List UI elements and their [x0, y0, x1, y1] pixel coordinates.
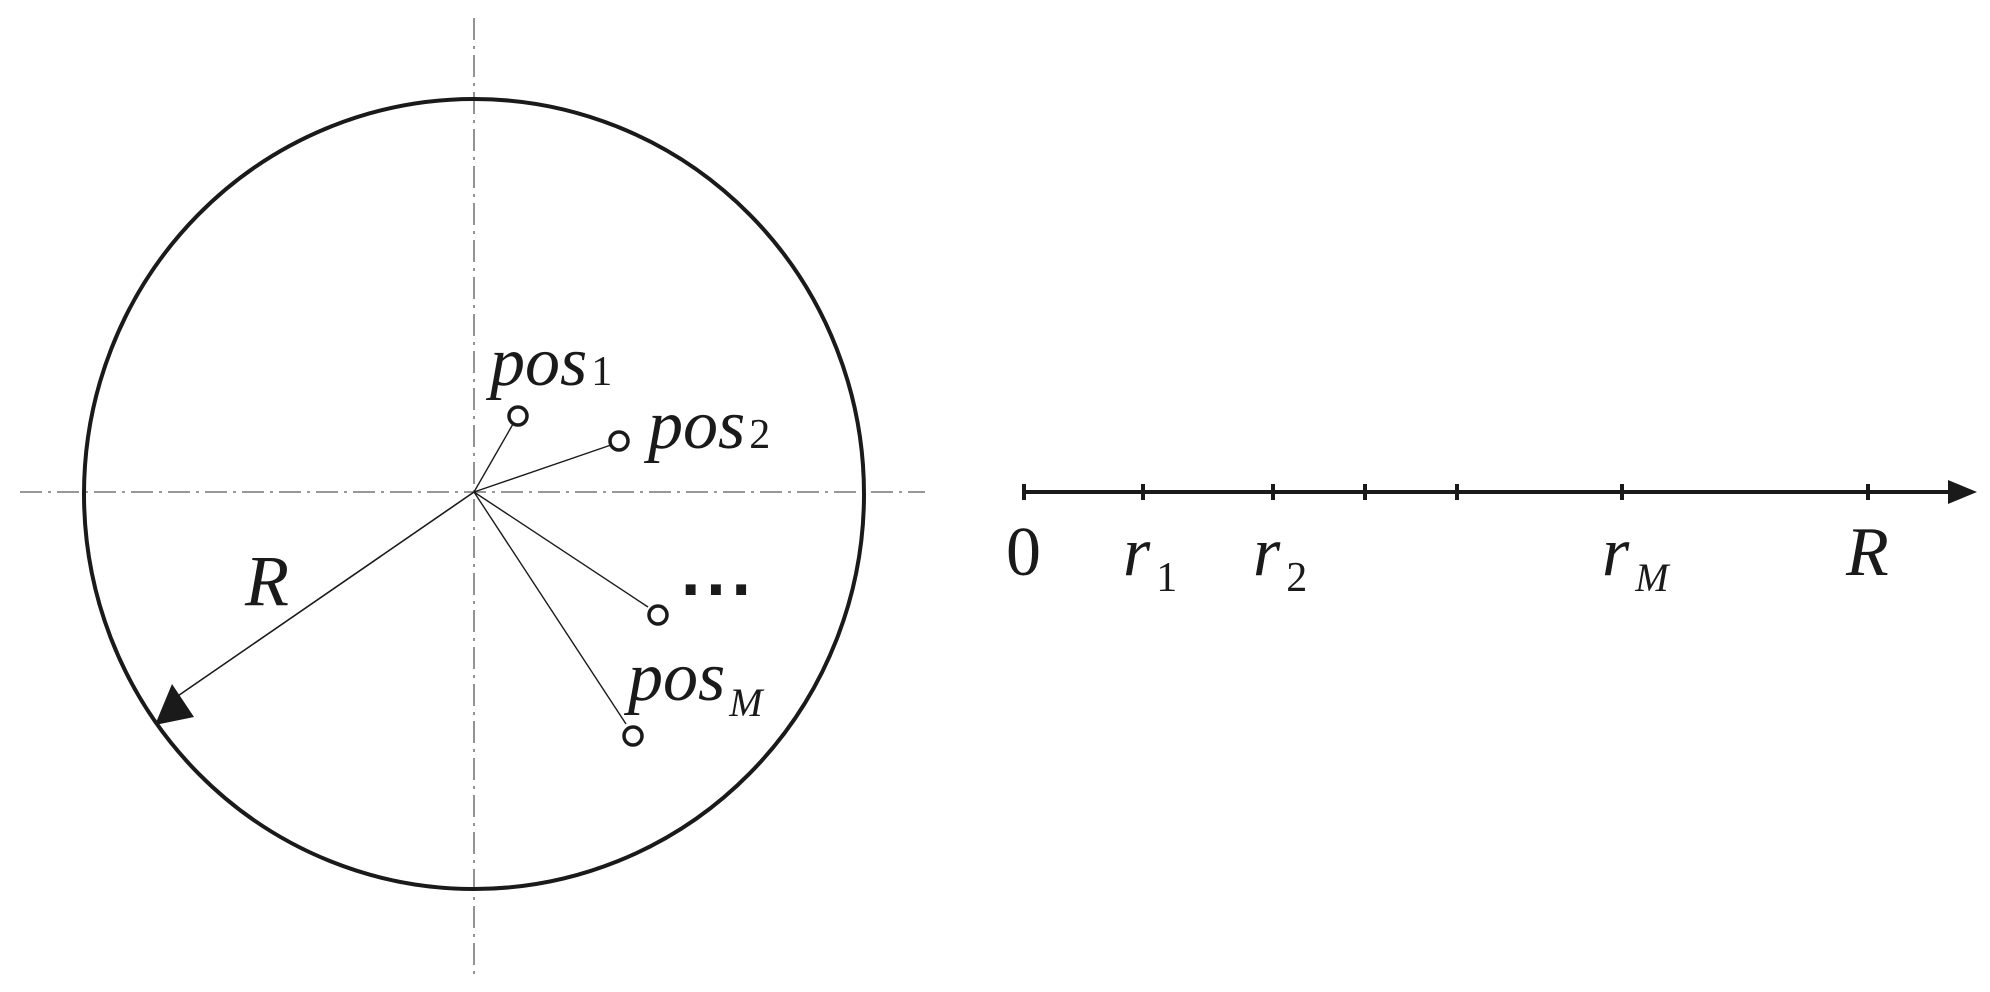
radius-line: [171, 491, 475, 701]
line-to-pos-ellipsis: [473, 491, 649, 608]
axis-tick-label: 0: [1006, 514, 1041, 591]
pos1-marker: [507, 405, 529, 427]
pos-ellipsis-marker: [647, 604, 669, 626]
posM-marker: [622, 725, 644, 747]
radius-arrowhead: [155, 684, 194, 725]
radius-label: R: [244, 541, 289, 621]
pos1-label: pos1: [485, 324, 612, 401]
axis-tick-label: R: [1845, 514, 1889, 591]
pos2-label: pos2: [643, 387, 770, 464]
line-to-posM: [473, 491, 627, 725]
outer-circle: [82, 97, 866, 891]
axis-arrowhead: [1948, 480, 1977, 504]
line-to-pos1: [473, 423, 514, 493]
line-to-pos2: [473, 444, 612, 493]
ellipsis: ...: [680, 544, 756, 609]
pos2-marker: [608, 430, 630, 452]
